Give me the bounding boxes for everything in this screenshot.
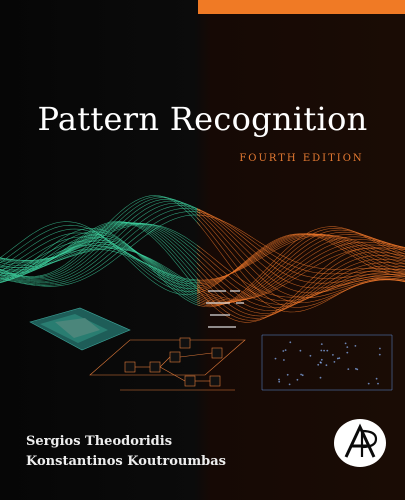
block-diagram [89, 337, 246, 391]
equation-marks [206, 290, 244, 328]
orange-wave-mesh [197, 208, 405, 323]
publisher-logo-icon [334, 419, 386, 467]
author-name-2: Konstantinos Koutroumbas [26, 454, 226, 469]
edition-label: FOURTH EDITION [239, 153, 364, 164]
scatter-plot [261, 334, 393, 391]
green-wave-mesh [0, 195, 200, 306]
author-name-1: Sergios Theodoridis [26, 434, 173, 449]
scatter-points [274, 341, 381, 386]
accent-bar [198, 0, 405, 14]
book-title: Pattern Recognition [37, 100, 368, 138]
satellite-image-panel [29, 307, 131, 351]
